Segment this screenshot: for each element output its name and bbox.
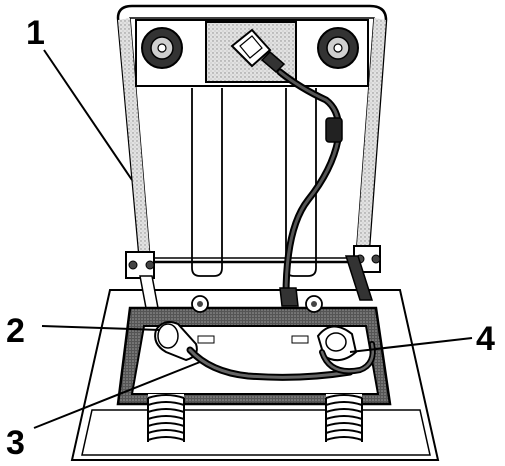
tray-cable: [186, 346, 354, 381]
leader-line-2: [41, 325, 161, 331]
callout-4: 4: [476, 320, 495, 358]
leader-line-4: [349, 337, 473, 353]
spring-right: [325, 394, 363, 446]
callout-1: 1: [26, 14, 45, 52]
callout-3: 3: [6, 424, 25, 462]
hinge-left: [125, 251, 159, 309]
leader-line-1: [43, 49, 133, 181]
leader-line-3: [33, 361, 201, 429]
callout-2: 2: [6, 312, 25, 350]
wing-screw-left: [141, 27, 183, 69]
lid-connector-plug: [230, 28, 286, 74]
hinge-right: [344, 245, 381, 301]
lid-cable: [276, 68, 343, 300]
cable-plug-tray: [279, 287, 299, 307]
leader-lines: [33, 49, 473, 429]
wing-screw-right: [317, 27, 359, 69]
spring-left: [147, 394, 185, 446]
